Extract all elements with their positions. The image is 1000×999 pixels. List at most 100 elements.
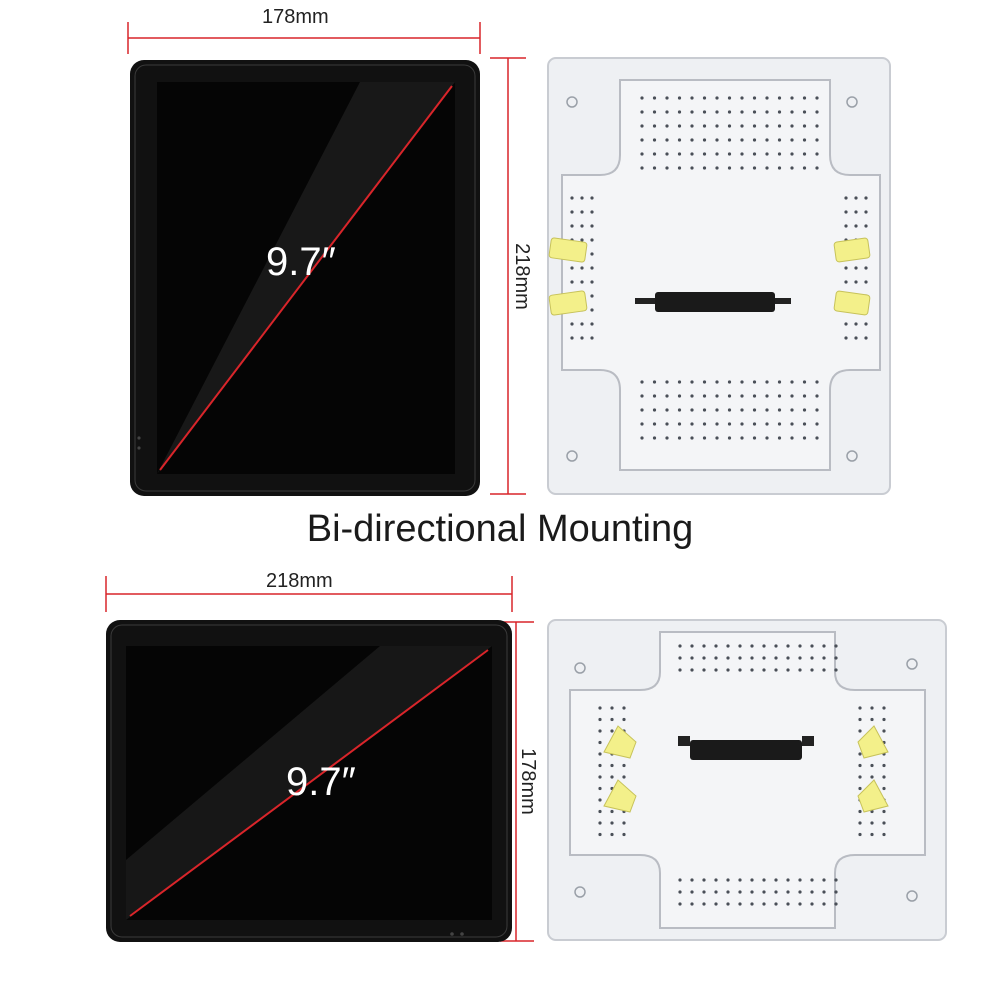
vent-hole (622, 763, 626, 768)
vent-hole (702, 138, 707, 142)
vent-hole (726, 890, 730, 894)
vent-hole (786, 902, 790, 906)
vent-hole (740, 166, 744, 170)
vent-hole (762, 902, 766, 906)
vent-hole (715, 436, 719, 440)
vent-hole (665, 422, 669, 426)
vent-hole (765, 408, 769, 412)
vent-hole (677, 152, 682, 156)
vent-hole (665, 96, 669, 100)
vent-hole (858, 809, 862, 814)
vent-hole (765, 166, 769, 170)
vent-hole (665, 138, 669, 142)
vent-hole (858, 752, 862, 756)
vent-hole (690, 422, 694, 426)
vent-hole (802, 124, 807, 128)
vent-hole (740, 138, 744, 142)
vent-hole (690, 890, 694, 894)
vent-hole (738, 668, 742, 672)
vent-hole (864, 322, 868, 326)
vent-hole (702, 124, 707, 128)
portrait-connector (655, 292, 775, 312)
vent-hole (798, 878, 802, 882)
vent-hole (640, 408, 644, 412)
vent-hole (786, 656, 790, 660)
vent-hole (727, 110, 732, 114)
vent-hole (798, 644, 802, 648)
vent-hole (750, 878, 754, 882)
vent-hole (598, 798, 602, 802)
vent-hole (702, 96, 707, 100)
vent-hole (854, 210, 858, 214)
vent-hole (790, 138, 794, 142)
vent-hole (882, 729, 886, 733)
vent-hole (762, 878, 766, 882)
vent-hole (677, 124, 682, 128)
vent-hole (652, 394, 657, 398)
vent-hole (777, 138, 782, 142)
vent-hole (640, 436, 644, 440)
vent-hole (798, 656, 802, 660)
vent-hole (858, 706, 862, 710)
vent-hole (610, 763, 614, 768)
vent-hole (640, 166, 644, 170)
vent-hole (777, 422, 782, 426)
vent-hole (702, 166, 707, 170)
vent-hole (610, 821, 614, 825)
vent-hole (690, 394, 694, 398)
vent-hole (610, 729, 614, 733)
vent-hole (702, 902, 706, 906)
vent-hole (810, 878, 814, 882)
vent-hole (610, 775, 614, 779)
vent-hole (790, 110, 794, 114)
vent-hole (715, 422, 719, 426)
vent-hole (590, 266, 594, 270)
vent-hole (726, 902, 730, 906)
vent-hole (622, 717, 626, 722)
vent-hole (610, 809, 614, 814)
vent-hole (740, 436, 744, 440)
vent-hole (762, 644, 766, 648)
portrait-width-dimension (127, 22, 481, 54)
vent-hole (640, 394, 644, 398)
vent-hole (738, 902, 742, 906)
vent-hole (802, 408, 807, 412)
vent-hole (580, 280, 584, 284)
vent-hole (640, 96, 644, 100)
vent-hole (844, 266, 848, 270)
vent-hole (882, 763, 886, 768)
vent-hole (677, 380, 682, 384)
vent-hole (738, 656, 742, 660)
vent-hole (690, 138, 694, 142)
vent-hole (802, 166, 807, 170)
vent-hole (790, 408, 794, 412)
vent-hole (590, 196, 594, 200)
vent-hole (665, 394, 669, 398)
vent-hole (677, 422, 682, 426)
vent-hole (690, 96, 694, 100)
vent-hole (740, 394, 744, 398)
vent-hole (802, 110, 807, 114)
vent-hole (858, 729, 862, 733)
vent-hole (702, 878, 706, 882)
vent-hole (652, 380, 657, 384)
vent-hole (677, 96, 682, 100)
vent-hole (834, 902, 838, 906)
vent-hole (598, 717, 602, 722)
vent-hole (774, 890, 778, 894)
vent-hole (590, 294, 594, 298)
vent-hole (810, 644, 814, 648)
vent-hole (570, 266, 574, 270)
landscape-diagonal-label: 9.7″ (286, 760, 356, 804)
vent-hole (740, 124, 744, 128)
vent-hole (822, 656, 826, 660)
vent-hole (690, 124, 694, 128)
vent-hole (590, 336, 594, 340)
vent-hole (726, 656, 730, 660)
vent-hole (665, 408, 669, 412)
vent-hole (690, 166, 694, 170)
vent-hole (665, 380, 669, 384)
vent-hole (715, 380, 719, 384)
vent-hole (715, 152, 719, 156)
vent-hole (765, 380, 769, 384)
